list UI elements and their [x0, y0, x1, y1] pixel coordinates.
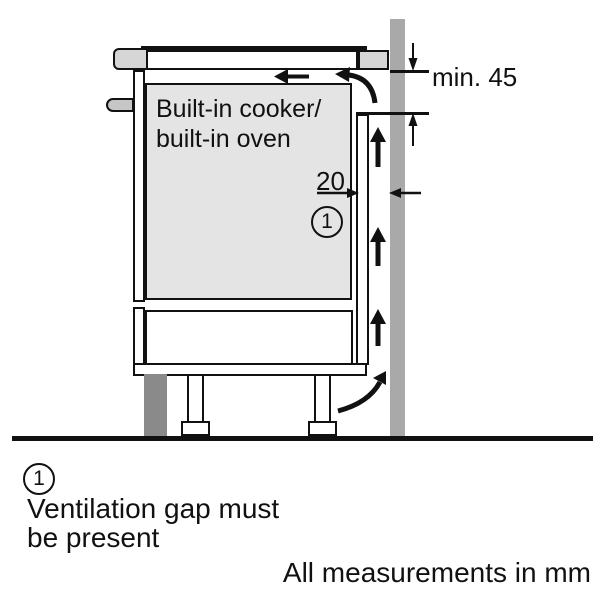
dimension-line-worktop-underside [390, 70, 429, 73]
worktop-left-cap [113, 48, 148, 70]
floor-line [12, 436, 593, 441]
footnote-1-number: 1 [33, 467, 45, 490]
plinth-panel [144, 374, 167, 436]
footnote-text-line2: be present [27, 522, 160, 553]
hob-glass-top [141, 46, 367, 51]
units-note: All measurements in mm [282, 557, 591, 588]
dim-arrow-up-icon [408, 113, 418, 146]
airflow-curve-bottom-icon [337, 371, 386, 414]
appliance-box: Built-in cooker/ built-in oven [145, 83, 352, 300]
min-45-label: min. 45 [432, 62, 518, 92]
airflow-up-arrow-icon [370, 127, 386, 167]
airflow-left-arrow-icon [274, 69, 309, 84]
appliance-label-line1: Built-in cooker/ [156, 95, 322, 123]
oven-handle [106, 98, 134, 112]
cabinet-leg-left [187, 374, 204, 425]
callout-1-number: 1 [321, 210, 333, 233]
rear-wall [390, 19, 405, 436]
drawer-box [145, 310, 353, 365]
worktop-band [146, 50, 358, 70]
dimension-line-panel-top [356, 112, 429, 115]
cabinet-foot-right [308, 421, 337, 436]
appliance-label-line2: built-in oven [156, 125, 291, 153]
airflow-up-arrow-icon [370, 309, 386, 346]
cabinet-rear-panel [356, 114, 369, 365]
worktop-right-cap [358, 50, 389, 70]
cabinet-leg-right [314, 374, 331, 425]
airflow-up-arrow-icon [370, 227, 386, 266]
dim-arrow-down-icon [408, 43, 418, 71]
footnote-1-badge: 1 [23, 463, 55, 495]
callout-1-badge: 1 [311, 206, 343, 238]
cabinet-foot-left [181, 421, 210, 436]
gap-20-label: 20 [316, 166, 345, 196]
base-shelf [133, 363, 367, 376]
footnote-text-line1: Ventilation gap must [27, 493, 280, 524]
cabinet-side-panel-upper [133, 70, 145, 302]
